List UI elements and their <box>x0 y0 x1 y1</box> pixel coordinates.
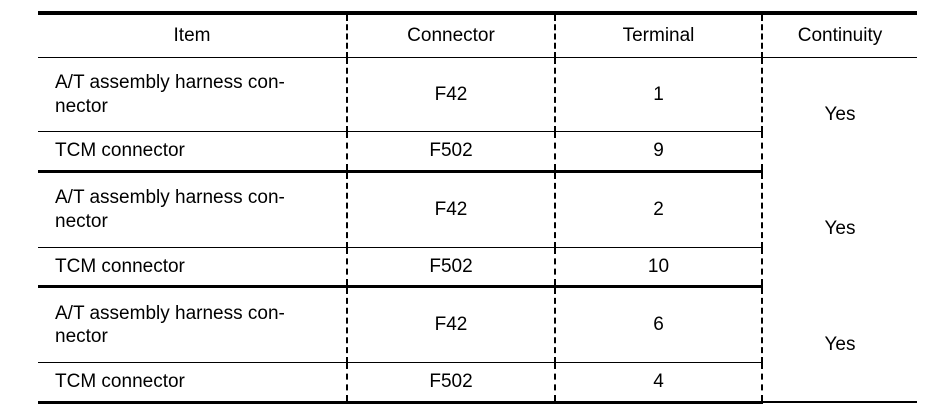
table-row: A/T assembly harness con- nector F42 2 Y… <box>38 171 917 248</box>
cell-connector: F42 <box>347 286 556 364</box>
table-row: A/T assembly harness con- nector F42 1 Y… <box>38 57 917 133</box>
cell-connector: F502 <box>347 131 556 173</box>
table-row: TCM connector F502 9 <box>38 131 917 173</box>
cell-continuity: Yes <box>824 103 856 125</box>
cell-item: TCM connector <box>38 131 348 173</box>
continuity-table-wrapper: Item Connector Terminal Continuity A/T a… <box>38 11 917 405</box>
cell-item: A/T assembly harness con- nector <box>38 171 348 248</box>
cell-terminal: 4 <box>555 362 763 404</box>
table-bottom-double-rule <box>38 401 917 403</box>
cell-terminal: 10 <box>555 247 763 289</box>
cell-item: TCM connector <box>38 247 348 289</box>
item-text-line-2: nector <box>55 95 108 117</box>
cell-terminal: 1 <box>555 57 763 133</box>
item-text-line-1: TCM connector <box>55 140 185 162</box>
table-body: A/T assembly harness con- nector F42 1 Y… <box>38 57 917 404</box>
table-row: A/T assembly harness con- nector F42 6 Y… <box>38 286 917 364</box>
cell-connector: F42 <box>347 57 556 133</box>
item-text-line-1: TCM connector <box>55 255 185 277</box>
column-header-terminal: Terminal <box>555 11 763 58</box>
column-header-continuity: Continuity <box>762 11 917 58</box>
item-text-line-1: TCM connector <box>55 371 185 393</box>
cell-terminal: 2 <box>555 171 763 248</box>
cell-terminal: 9 <box>555 131 763 173</box>
cell-continuity: Yes <box>824 218 856 240</box>
item-text-line-1: A/T assembly harness con- <box>55 71 285 93</box>
item-text-line-1: A/T assembly harness con- <box>55 187 285 209</box>
cell-connector: F42 <box>347 171 556 248</box>
cell-item: A/T assembly harness con- nector <box>38 57 348 133</box>
item-text-line-2: nector <box>55 210 108 232</box>
cell-item: A/T assembly harness con- nector <box>38 286 348 364</box>
cell-connector: F502 <box>347 362 556 404</box>
cell-continuity: Yes <box>824 333 856 355</box>
cell-terminal: 6 <box>555 286 763 364</box>
item-text-line-2: nector <box>55 326 108 348</box>
header-row: Item Connector Terminal Continuity <box>38 11 917 58</box>
column-header-item: Item <box>38 11 348 58</box>
cell-connector: F502 <box>347 247 556 289</box>
table-row: TCM connector F502 10 <box>38 247 917 289</box>
column-header-connector: Connector <box>347 11 556 58</box>
table-row: TCM connector F502 4 <box>38 362 917 404</box>
continuity-check-table: Item Connector Terminal Continuity A/T a… <box>38 11 917 404</box>
item-text-line-1: A/T assembly harness con- <box>55 302 285 324</box>
table-header: Item Connector Terminal Continuity <box>38 11 917 58</box>
cell-item: TCM connector <box>38 362 348 404</box>
